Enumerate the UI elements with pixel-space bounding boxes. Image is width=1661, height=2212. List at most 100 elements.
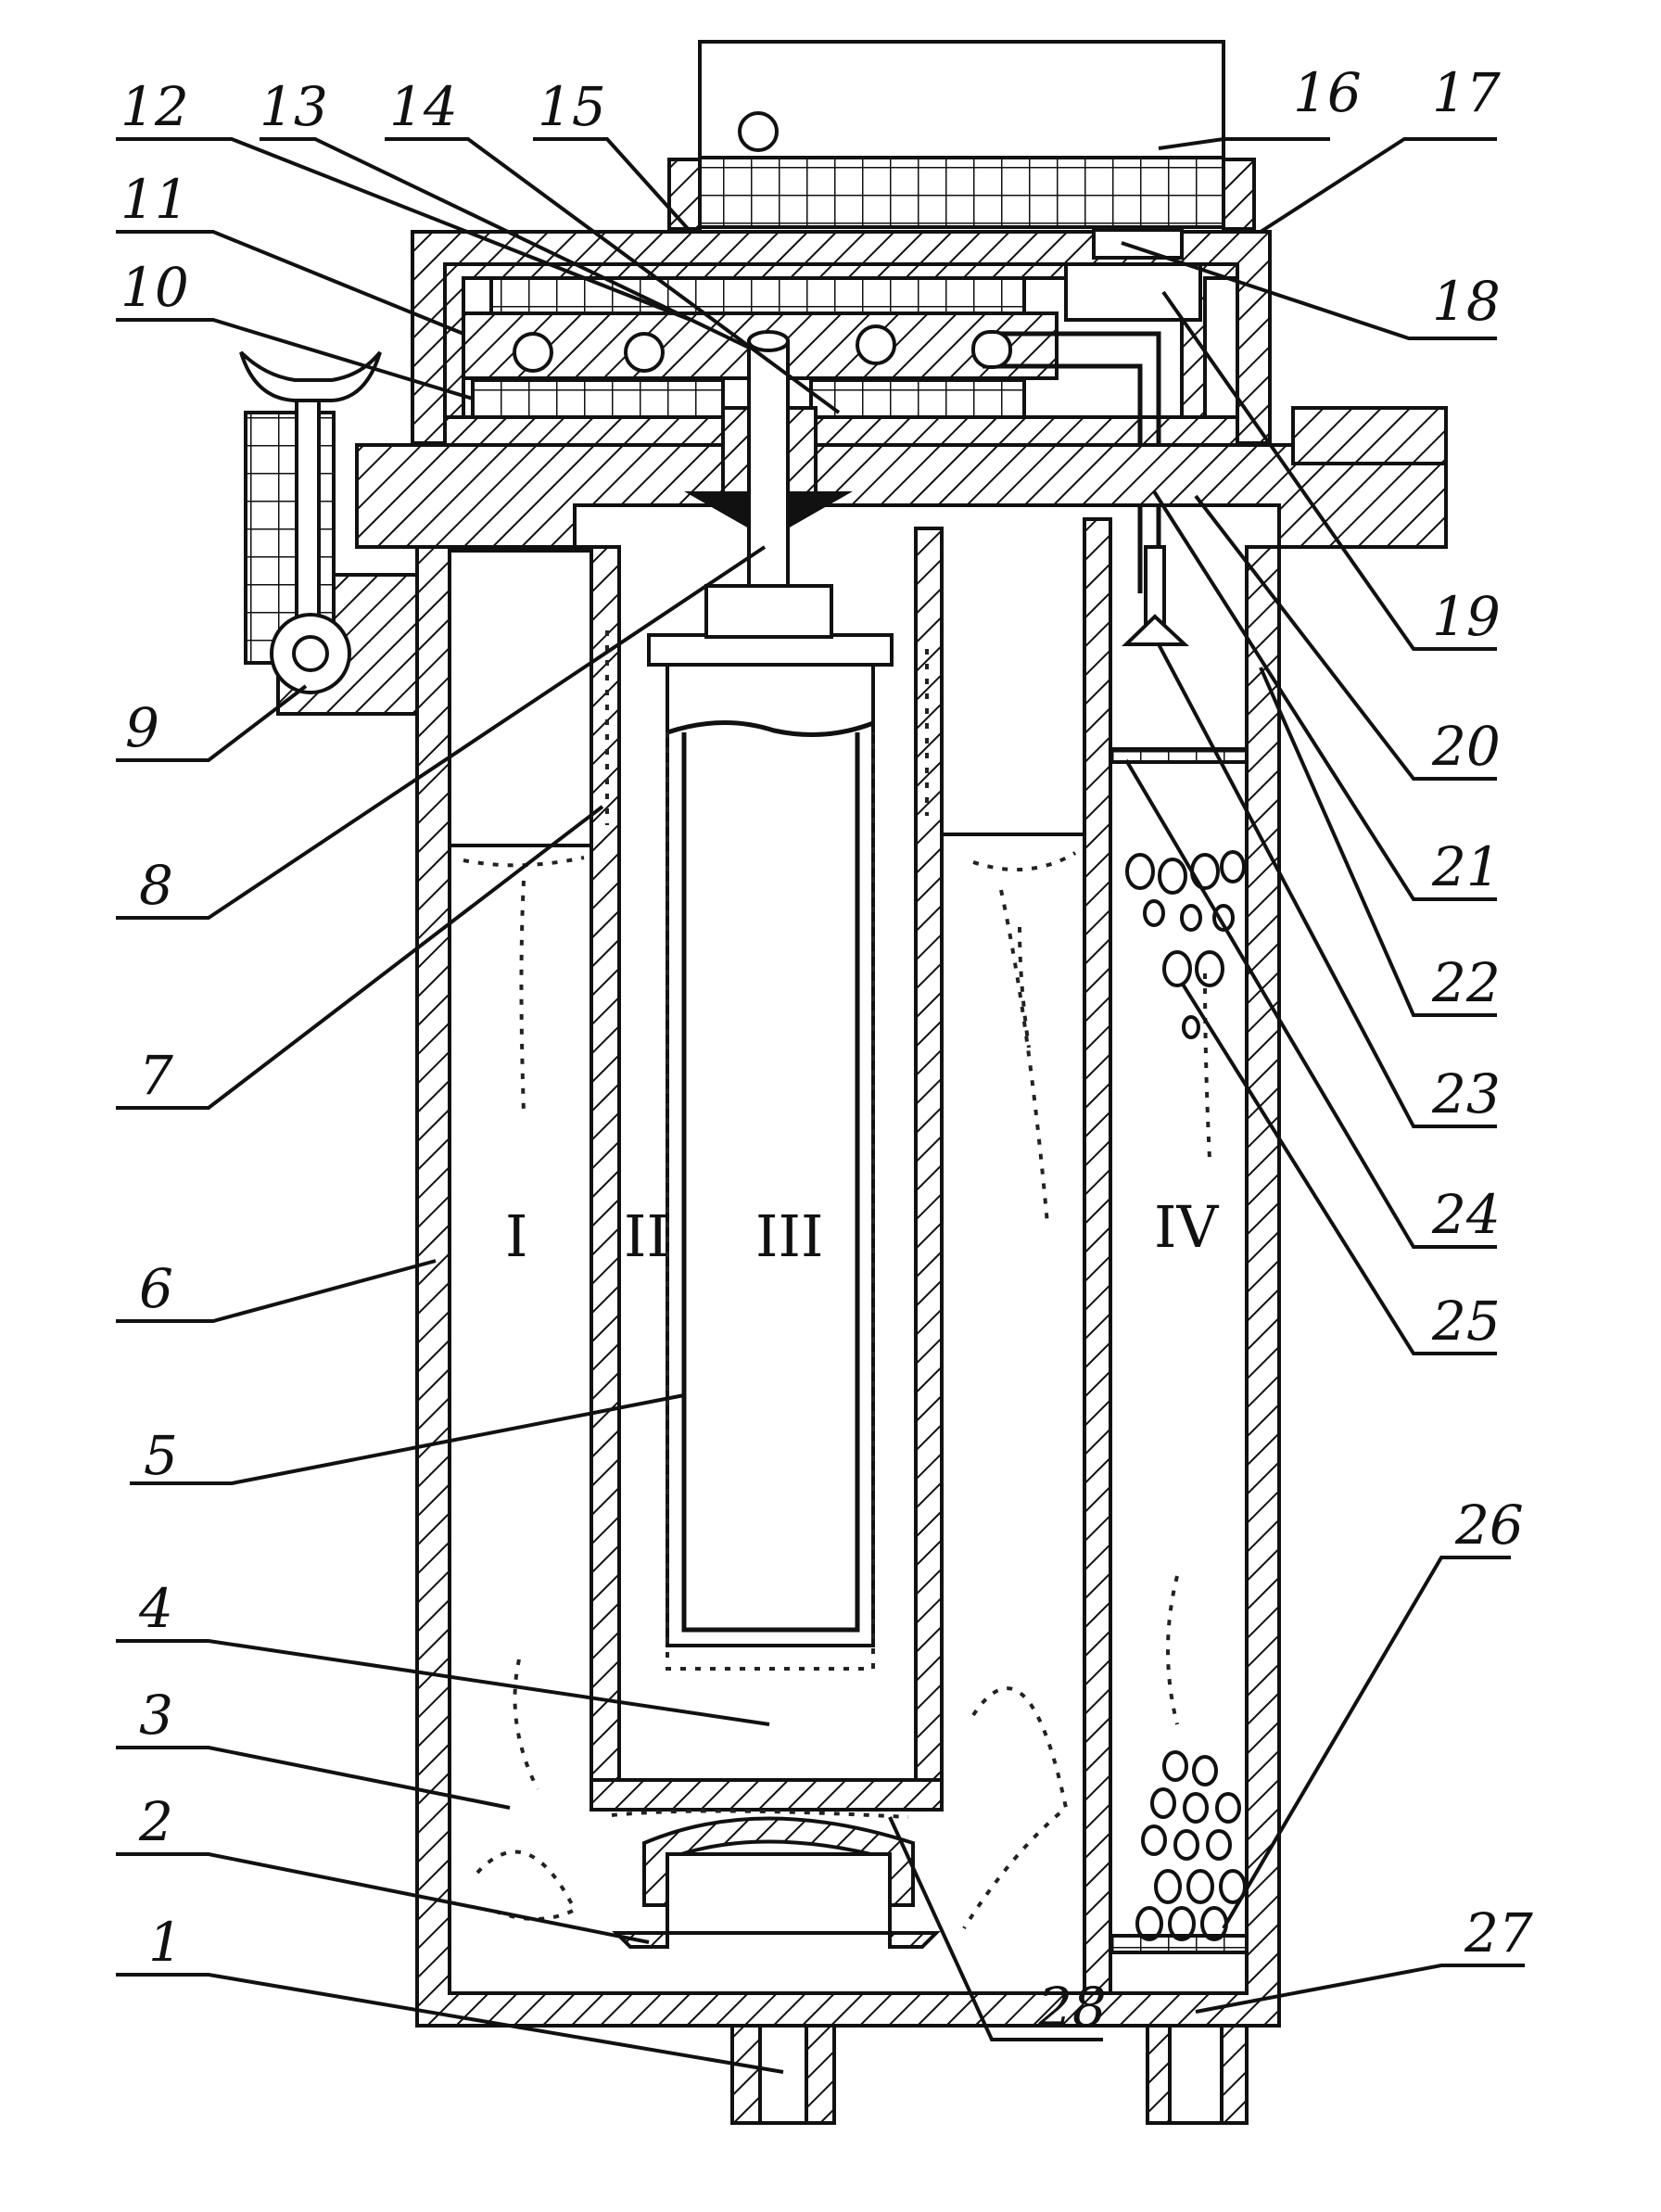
leader-5 (130, 1393, 685, 1485)
top-unit-grid (698, 156, 1225, 229)
callout-numbers: 12 13 14 15 16 17 11 10 18 9 19 20 8 21 … (120, 61, 1533, 2039)
bubble (1162, 1750, 1188, 1782)
top-unit-side-left (667, 158, 702, 231)
leader-14 (385, 137, 841, 414)
shaft-cone-left (684, 491, 749, 528)
leader-20 (1194, 494, 1497, 781)
callout-23: 23 (1431, 1062, 1501, 1125)
callout-2: 2 (138, 1790, 173, 1853)
callout-10: 10 (120, 256, 189, 319)
leader-10 (116, 318, 474, 400)
callout-21: 21 (1431, 835, 1501, 898)
bubble (1135, 1906, 1163, 1941)
heater-grid-lower-right (809, 378, 1026, 419)
leader-1 (116, 1973, 784, 2074)
outlet-pipe-1-bore (758, 2024, 808, 2125)
callout-18: 18 (1432, 270, 1501, 333)
callout-13: 13 (260, 75, 328, 138)
mesh-plate (1109, 747, 1249, 764)
chamber-label-iv: IV (1154, 1193, 1219, 1261)
inner-column-wavy-top (666, 719, 874, 737)
vent-hole (624, 332, 665, 373)
callout-25: 25 (1431, 1290, 1501, 1353)
callout-8: 8 (139, 854, 173, 917)
bubble (1219, 1869, 1247, 1904)
callout-26: 26 (1454, 1494, 1524, 1557)
bubble (1125, 853, 1155, 890)
bubble (1141, 1824, 1167, 1856)
chamber-i-top-cap (448, 545, 593, 553)
bottom-dome-plug (666, 1852, 892, 1935)
sediment-marks (513, 1659, 539, 1790)
bubble (1195, 950, 1224, 987)
dome-foot (888, 1931, 941, 1949)
callout-4: 4 (138, 1577, 173, 1640)
callout-14: 14 (389, 75, 458, 138)
inner-column-cap (647, 633, 894, 667)
leader-8 (116, 545, 767, 920)
foam-marks (1018, 926, 1031, 1049)
leader-18 (1121, 241, 1497, 340)
leader-lines (116, 137, 1525, 2074)
chamber-ii-wall-right (914, 527, 944, 1805)
callout-24: 24 (1431, 1183, 1501, 1246)
vent-hole (513, 332, 553, 373)
lid-plate-bottom (443, 415, 1239, 447)
inner-column-neck (704, 584, 833, 639)
bubble (1168, 1906, 1196, 1941)
chamber-iv-wall (1083, 517, 1112, 1995)
bubble (1182, 1015, 1200, 1039)
flange-right-tab (1291, 406, 1448, 465)
leader-6 (116, 1259, 437, 1323)
rising-marks (1203, 973, 1211, 1160)
bubble (1220, 850, 1246, 884)
foam-marks (972, 851, 1077, 871)
wing-nut-icon (239, 350, 382, 402)
sediment-marks (962, 1686, 1069, 1930)
leader-24 (1124, 758, 1497, 1249)
bubble (1206, 1829, 1232, 1861)
heater-grid-lower-left (471, 378, 725, 419)
callout-3: 3 (139, 1684, 173, 1747)
callout-15: 15 (538, 75, 606, 138)
vent-hole (856, 324, 896, 365)
leader-21 (1152, 489, 1497, 901)
rising-marks (1166, 1575, 1179, 1725)
leader-26 (1222, 1556, 1511, 1930)
callout-1: 1 (148, 1911, 183, 1974)
callout-28: 28 (1037, 1976, 1107, 2039)
bubble (1215, 1792, 1241, 1824)
leader-11 (116, 230, 464, 336)
callout-16: 16 (1293, 61, 1362, 124)
foam-marks (999, 889, 1049, 1225)
callout-5: 5 (144, 1424, 178, 1487)
bubble (1190, 853, 1220, 890)
bubble (1180, 904, 1202, 932)
chamber-ii-wall-left (590, 545, 621, 1805)
sediment-marks (611, 1809, 909, 1819)
bubble (1143, 899, 1165, 927)
leader-15 (533, 137, 692, 234)
bubble (1186, 1869, 1214, 1904)
bubble (1212, 904, 1235, 932)
electrode-sleeve (666, 732, 875, 1671)
callout-17: 17 (1432, 61, 1501, 124)
chamber-label-ii: II (624, 1202, 669, 1270)
leader-27 (1195, 1964, 1525, 2014)
leader-3 (116, 1746, 511, 1810)
connector-18-body (1064, 262, 1202, 322)
leader-23 (1157, 643, 1497, 1128)
fluid-marks (463, 850, 1247, 1941)
leader-9 (116, 684, 308, 762)
leader-13 (260, 137, 750, 350)
top-assembly (239, 40, 1448, 716)
chamber-ii-bottom (590, 1778, 944, 1812)
electrode-sleeve-inner (681, 732, 860, 1633)
leader-12 (116, 137, 691, 322)
bubble (1150, 1787, 1176, 1819)
callout-20: 20 (1431, 715, 1501, 778)
callout-11: 11 (120, 168, 189, 231)
outlet-pipe-27-bore (1168, 2024, 1224, 2125)
bubble (1173, 1829, 1199, 1861)
